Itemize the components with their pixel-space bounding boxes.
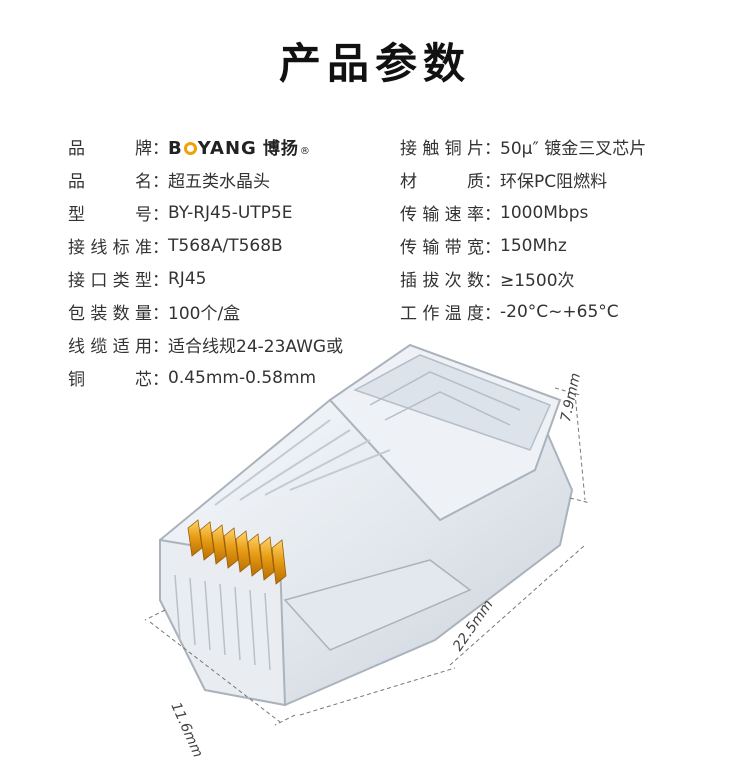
spec-label: 材质 [400,172,484,192]
brand-logo-b: B [168,138,183,159]
spec-colon: ： [152,337,169,357]
spec-colon: ： [152,205,169,225]
spec-value: ≥1500次 [500,271,575,291]
spec-row-contact: 接触铜片 ： 50μ″ 镀金三叉芯片 [400,130,740,163]
spec-label: 传输带宽 [400,238,484,258]
spec-colon: ： [152,139,169,159]
spec-colon: ： [152,271,169,291]
spec-row-insertions: 插拔次数 ： ≥1500次 [400,262,740,295]
spec-row-wiring: 接线标准 ： T568A/T568B [68,229,398,262]
spec-row-material: 材质 ： 环保PC阻燃料 [400,163,740,196]
spec-colon: ： [152,370,169,390]
spec-row-core: 铜芯 ： 0.45mm-0.58mm [68,361,398,394]
spec-value: 适合线规24-23AWG或 [168,337,344,357]
brand-logo-rest: YANG [197,138,257,159]
brand-logo-cn: 博扬 [262,139,299,159]
spec-label: 品牌 [68,139,152,159]
spec-colon: ： [484,238,501,258]
spec-value: 50μ″ 镀金三叉芯片 [500,139,647,159]
spec-colon: ： [484,205,501,225]
spec-row-bandwidth: 传输带宽 ： 150Mhz [400,229,740,262]
spec-label: 线缆适用 [68,337,152,357]
spec-value: 150Mhz [500,235,567,256]
spec-label: 插拔次数 [400,271,484,291]
spec-label: 接触铜片 [400,139,484,159]
spec-value: 1000Mbps [500,202,589,223]
spec-colon: ： [152,304,169,324]
spec-value: 环保PC阻燃料 [500,172,608,192]
spec-value: 超五类水晶头 [168,172,270,192]
spec-row-model: 型号 ： BY-RJ45-UTP5E [68,196,398,229]
spec-value: RJ45 [168,268,207,289]
spec-row-interface: 接口类型 ： RJ45 [68,262,398,295]
brand-logo-o-ring [183,142,197,155]
spec-colon: ： [484,271,501,291]
spec-label: 工作温度 [400,304,484,324]
spec-label: 接线标准 [68,238,152,258]
spec-row-temperature: 工作温度 ： -20°C~+65°C [400,295,740,328]
spec-label: 品名 [68,172,152,192]
spec-list-right: 接触铜片 ： 50μ″ 镀金三叉芯片 材质 ： 环保PC阻燃料 传输速率 ： 1… [400,130,740,328]
spec-colon: ： [152,172,169,192]
spec-colon: ： [484,172,501,192]
spec-label: 接口类型 [68,271,152,291]
spec-value: BY-RJ45-UTP5E [168,202,293,223]
spec-value: -20°C~+65°C [500,301,619,322]
spec-label: 铜芯 [68,370,152,390]
spec-row-package: 包装数量 ： 100个/盒 [68,295,398,328]
spec-label: 传输速率 [400,205,484,225]
spec-row-cable: 线缆适用 ： 适合线规24-23AWG或 [68,328,398,361]
spec-row-name: 品名 ： 超五类水晶头 [68,163,398,196]
spec-value: 0.45mm-0.58mm [168,367,317,388]
spec-colon: ： [152,238,169,258]
spec-value: T568A/T568B [168,235,283,256]
page-title: 产品参数 [278,39,471,88]
spec-colon: ： [484,304,501,324]
spec-colon: ： [484,139,501,159]
spec-row-rate: 传输速率 ： 1000Mbps [400,196,740,229]
spec-label: 型号 [68,205,152,225]
spec-label: 包装数量 [68,304,152,324]
registered-mark: ® [299,146,311,157]
spec-value: 100个/盒 [168,304,241,324]
